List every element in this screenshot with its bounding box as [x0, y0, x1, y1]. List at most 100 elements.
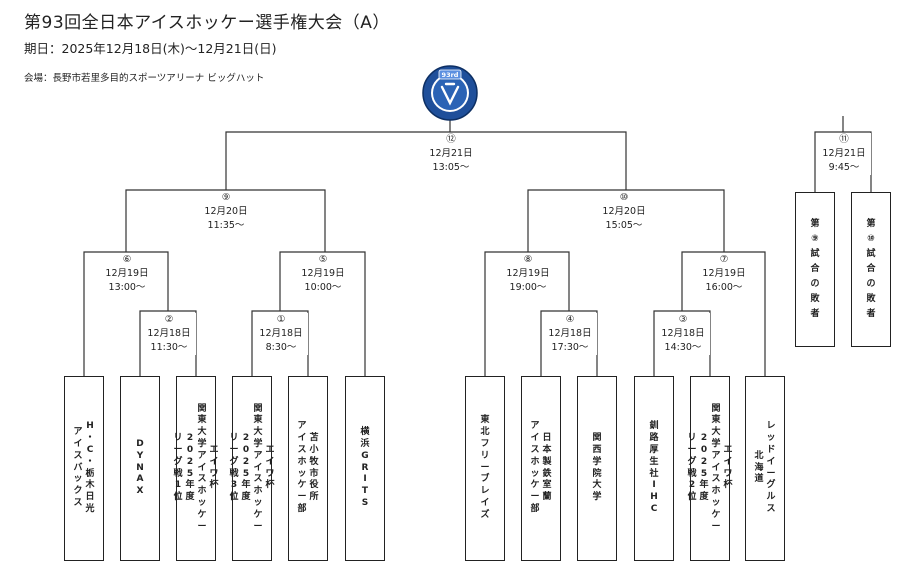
bracket-line-m10: [527, 189, 725, 252]
match-date: 12月21日: [429, 148, 473, 159]
match-label-m8: ⑧ 12月19日 19:00～: [501, 253, 555, 295]
match-label-m5: ⑤ 12月19日 10:00～: [296, 253, 350, 295]
tournament-logo: 93rd: [422, 65, 478, 121]
match-date: 12月18日: [259, 328, 303, 339]
match-label-m6: ⑥ 12月19日 13:00～: [100, 253, 154, 295]
bracket-line-m9: [125, 189, 326, 252]
bracket-line-m2: [139, 310, 197, 376]
match-time: 8:30～: [265, 342, 297, 353]
match-date: 12月19日: [105, 268, 149, 279]
match-date: 12月20日: [204, 206, 248, 217]
match-date: 12月20日: [602, 206, 646, 217]
match-date: 12月19日: [301, 268, 345, 279]
team-name-line: アイスバックス: [73, 427, 83, 508]
team-name-line: エイワ杯: [265, 444, 275, 491]
match-number: ⑦: [719, 254, 729, 265]
match-number: ⑤: [318, 254, 328, 265]
match-time: 13:05～: [432, 162, 470, 173]
event-period: 期日：2025年12月18日(木)～12月21日(日): [24, 41, 277, 56]
bracket-line-m1: [251, 310, 309, 376]
team-name-line: エイワ杯: [209, 444, 219, 491]
match-label-m3: ③ 12月18日 14:30～: [656, 313, 710, 355]
team-box: 東北フリーブレイズ: [465, 376, 505, 561]
team-name-line: 苫小牧市役所: [309, 433, 319, 503]
bracket-line-m8: [484, 251, 570, 376]
event-venue: 会場：長野市若里多目的スポーツアリーナ ビッグハット: [24, 73, 265, 84]
match-time: 15:05～: [605, 220, 643, 231]
bracket-line-m5: [279, 251, 366, 376]
match-number: ⑩: [619, 192, 629, 203]
match-number: ⑨: [221, 192, 231, 203]
match-label-m9: ⑨ 12月20日 11:35～: [199, 191, 253, 233]
bracket-line-m12: [225, 131, 627, 190]
match-label-m1: ① 12月18日 8:30～: [254, 313, 308, 355]
match-time: 17:30～: [551, 342, 589, 353]
team-name-line: アイスホッケー部: [530, 421, 540, 514]
match-number: ⑫: [446, 134, 456, 145]
match-number: ③: [678, 314, 688, 325]
match-time: 11:30～: [150, 342, 188, 353]
match-number: ⑪: [839, 134, 849, 145]
match-date: 12月19日: [702, 268, 746, 279]
match-time: 19:00～: [509, 282, 547, 293]
page-title: 第93回全日本アイスホッケー選手権大会（A）: [24, 13, 390, 33]
bracket-line-m7: [681, 251, 766, 376]
match-label-m2: ② 12月18日 11:30～: [142, 313, 196, 355]
match-date: 12月18日: [147, 328, 191, 339]
bracket-lines: [83, 116, 872, 376]
team-name-line: 関東大学アイスホッケー: [253, 403, 263, 532]
bracket-line-m6: [83, 251, 169, 376]
match-label-m11: ⑪ 12月21日 9:45～: [817, 133, 871, 175]
match-time: 9:45～: [828, 162, 860, 173]
match-time: 16:00～: [705, 282, 743, 293]
team-box: 苫小牧市役所アイスホッケー部: [288, 376, 328, 561]
team-name-line: 北海道: [754, 450, 764, 485]
match-number: ⑧: [523, 254, 533, 265]
team-name-line: エイワ杯: [723, 444, 733, 491]
bracket-line-m3: [653, 310, 711, 376]
match-label-m12: ⑫ 12月21日 13:05～: [424, 133, 478, 175]
logo-badge-text: 93rd: [442, 71, 459, 79]
team-name-line: 日本製鉄室蘭: [542, 433, 552, 503]
match-time: 10:00～: [304, 282, 342, 293]
match-time: 11:35～: [207, 220, 245, 231]
match-number: ④: [565, 314, 575, 325]
team-name-line: レッドイーグルス: [766, 421, 776, 514]
team-name-line: 関東大学アイスホッケー: [711, 403, 721, 532]
match-date: 12月18日: [661, 328, 705, 339]
match-time: 13:00～: [108, 282, 146, 293]
team-name-line: 関西学院大学: [592, 433, 602, 503]
team-box: H・C・栃木日光アイスバックス: [64, 376, 104, 561]
match-number: ①: [276, 314, 286, 325]
team-name-line: H・C・栃木日光: [85, 421, 95, 514]
match-date: 12月19日: [506, 268, 550, 279]
match-number: ⑥: [122, 254, 132, 265]
match-number: ②: [164, 314, 174, 325]
team-box: レッドイーグルス北海道: [745, 376, 785, 561]
team-name-line: アイスホッケー部: [297, 421, 307, 514]
match-label-m10: ⑩ 12月20日 15:05～: [597, 191, 651, 233]
team-name-line: 東北フリーブレイズ: [480, 415, 490, 520]
team-name-line: 関東大学アイスホッケー: [197, 403, 207, 532]
match-label-m7: ⑦ 12月19日 16:00～: [697, 253, 751, 295]
bracket-line-m4: [540, 310, 598, 376]
